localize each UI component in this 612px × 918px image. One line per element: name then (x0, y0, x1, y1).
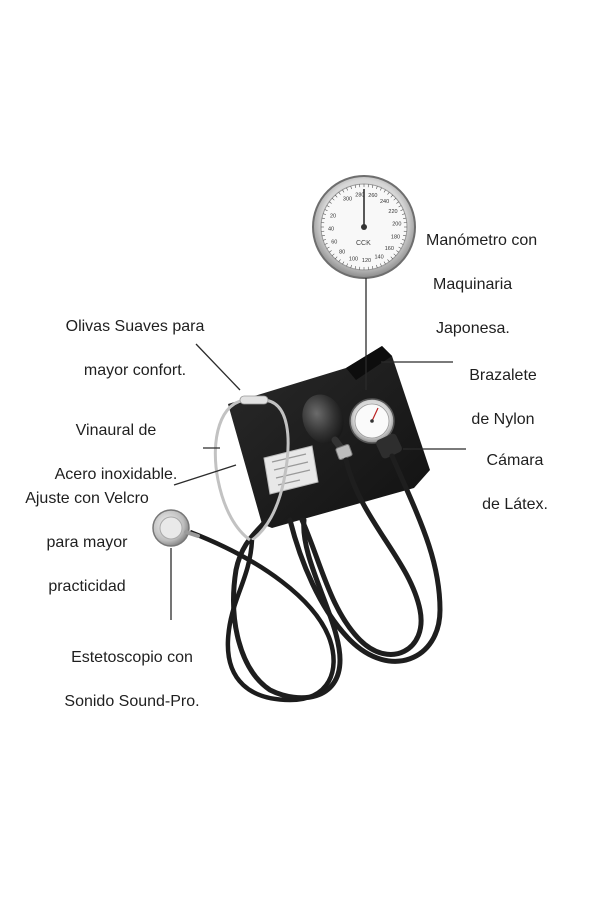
dial-tick (387, 192, 390, 195)
dial-tick (321, 235, 325, 237)
dial-tick (346, 187, 348, 191)
dial-number: 120 (362, 258, 371, 264)
dial-tick (390, 256, 394, 260)
dial-tick (376, 186, 378, 190)
dial-tick (390, 194, 394, 198)
dial-tick (324, 243, 328, 245)
dial-tick (401, 239, 405, 241)
dial-tick (380, 263, 382, 267)
dial-tick (323, 213, 327, 215)
dial-number: 180 (391, 235, 400, 241)
dial-tick (398, 246, 402, 249)
dial-tick (383, 261, 386, 265)
dial-number: 20 (330, 214, 336, 220)
dial-tick (396, 201, 399, 204)
dial-number: 220 (388, 209, 397, 215)
dial-tick (329, 201, 332, 204)
dial-tick (354, 266, 356, 270)
stethoscope (189, 395, 336, 703)
dial-tick (400, 209, 404, 211)
label-velcro: Ajuste con Velcro para mayor practicidad (25, 490, 149, 595)
dial-tick (403, 217, 407, 219)
dial-tick (321, 217, 325, 219)
label-bladder: Cámara de Látex. (482, 452, 548, 513)
label-chestpiece: Estetoscopio con Sonido Sound-Pro. (64, 649, 200, 710)
chestpiece (152, 509, 200, 547)
dial-tick (334, 194, 338, 198)
dial-number: 80 (339, 250, 345, 256)
dial-tick (400, 243, 404, 245)
dial-tick (401, 213, 405, 215)
inflation-bulb (302, 394, 353, 460)
dial-tick (334, 256, 338, 260)
dial-tick (403, 235, 407, 237)
dial-tick (383, 189, 386, 193)
dial-tick (329, 250, 332, 253)
dial-tick (331, 253, 335, 257)
dial-tick (346, 263, 348, 267)
dial-number: 140 (375, 254, 384, 260)
dial-tick (326, 246, 330, 249)
dial-tick (326, 205, 330, 208)
dial-tick (372, 266, 374, 270)
dial-tick (350, 264, 352, 268)
dial-number: 200 (392, 222, 401, 228)
cuff-gauge (349, 398, 402, 459)
leader-lines (170, 278, 466, 620)
dial-tick (380, 187, 382, 191)
dial-number: 40 (328, 227, 334, 233)
dial-tick (398, 205, 402, 208)
dial-tick (338, 259, 341, 262)
dial-tick (354, 184, 356, 188)
dial-tick (342, 261, 345, 265)
dial-tick (331, 197, 335, 201)
dial-tick (350, 186, 352, 190)
dial-number: 280 (355, 192, 364, 198)
dial-number: 240 (380, 199, 389, 205)
dial-number: 100 (349, 256, 358, 262)
label-cuff: Brazalete de Nylon (469, 367, 537, 428)
dial-tick (342, 189, 345, 193)
dial-tick (376, 264, 378, 268)
dial-number: 300 (343, 196, 352, 202)
dial-number: 260 (368, 193, 377, 199)
dial-tick (393, 197, 397, 201)
dial-tick (387, 259, 390, 262)
dial-tick (323, 239, 327, 241)
dial-tick (396, 250, 399, 253)
dial-tick (393, 253, 397, 257)
label-eartips: Olivas Suaves para mayor confort. (65, 318, 205, 379)
dial-number: 60 (331, 239, 337, 245)
dial-tick (324, 209, 328, 211)
gauge-brand: CCK (356, 240, 371, 247)
label-manometer: Manómetro con Maquinaria Japonesa. (426, 232, 538, 337)
dial-tick (338, 192, 341, 195)
dial-tick (372, 184, 374, 188)
cuff-label-patch (263, 445, 319, 495)
label-binaural: Vinaural de Acero inoxidable. (54, 422, 178, 483)
rubber-tubes (231, 453, 443, 701)
dial-number: 160 (385, 246, 394, 252)
